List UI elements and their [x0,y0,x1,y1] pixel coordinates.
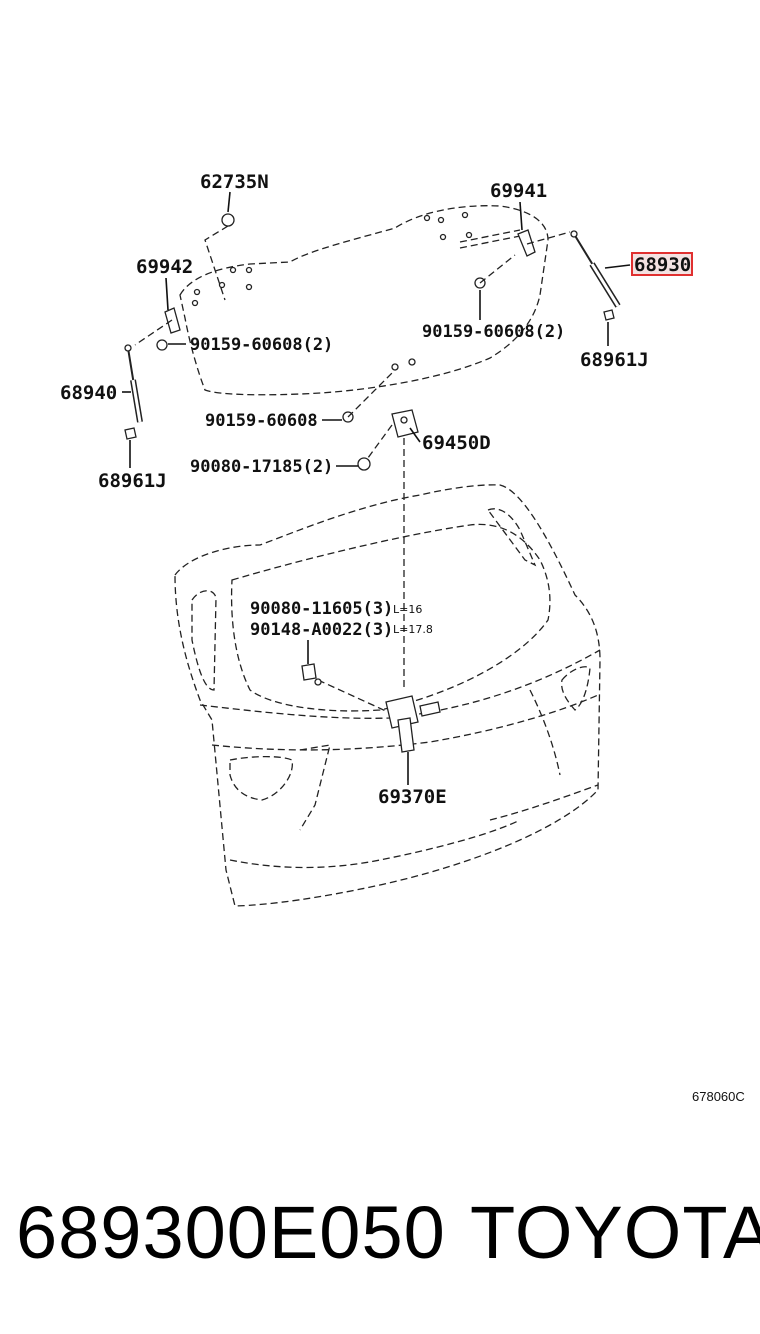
parts-diagram: 62735N 69941 69942 68930 90159-60608(2) … [60,171,745,1104]
label-68930: 68930 [634,254,691,276]
label-90159-right: 90159-60608(2) [422,322,565,342]
lock-69370E [317,679,441,753]
hinge-69941 [517,229,571,257]
label-90080-17185: 90080-17185(2) [190,457,333,477]
part-number: 689300E050 [16,1191,446,1274]
ball-joint-68961J-left [124,427,137,440]
label-62735N: 62735N [200,171,269,193]
label-68940: 68940 [60,382,117,404]
label-69942: 69942 [136,256,193,278]
gas-strut-68940 [124,344,143,423]
back-door-outline [174,484,601,907]
rear-glass-outline [179,205,549,396]
label-69450D: 69450D [422,432,491,454]
label-69370E: 69370E [378,786,447,808]
label-90148-A0022: 90148-A0022(3) [250,620,393,640]
bolt-90159-center [342,369,396,423]
brand-name: TOYOTA [470,1191,760,1274]
highlight-box-68930 [631,252,693,276]
label-68961J-left: 68961J [98,470,167,492]
label-90148-A0022-length: L=17.8 [393,623,433,636]
gas-strut-68930 [570,230,621,308]
label-90080-11605-length: L=16 [393,603,422,616]
clip-62735N [204,213,235,301]
bolt-90080-11605 [301,663,322,686]
label-90159-left: 90159-60608(2) [190,335,333,355]
diagram-reference-code: 678060C [692,1089,745,1104]
bolt-90159-right [474,254,516,289]
hinge-69942 [134,307,181,346]
bolt-90159-left [156,339,168,351]
leader-lines [122,191,631,785]
striker-69450D [364,409,419,690]
label-68961J-right: 68961J [580,349,649,371]
label-90080-11605: 90080-11605(3) [250,599,393,619]
label-90159-center: 90159-60608 [205,411,318,431]
bolt-90080-17185 [357,457,371,471]
label-69941: 69941 [490,180,547,202]
ball-joint-68961J-right [603,309,615,321]
